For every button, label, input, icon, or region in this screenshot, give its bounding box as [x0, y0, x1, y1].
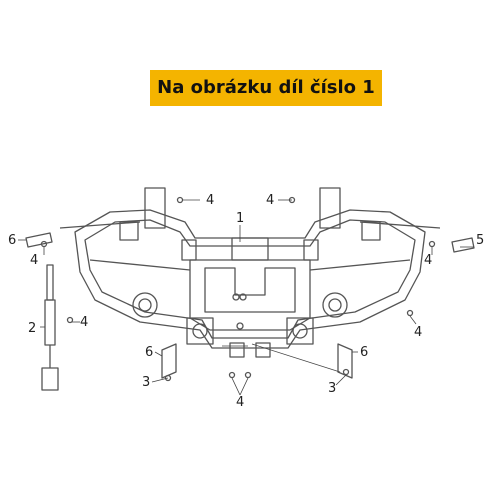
part-label-5: 5 [476, 233, 484, 248]
part-label-4-bottom: 4 [236, 395, 244, 410]
part-label-4-top-left: 4 [206, 193, 214, 208]
part-label-2: 2 [28, 321, 36, 336]
part-label-4-lower-left: 4 [80, 315, 88, 330]
leader-lines [18, 199, 474, 396]
frame-drawing [25, 187, 475, 391]
part-label-4-right: 4 [424, 253, 432, 268]
part-label-1: 1 [236, 211, 244, 226]
part-number-banner: Na obrázku díl číslo 1 [150, 70, 382, 106]
part-label-3-right: 3 [328, 381, 336, 396]
part-label-4-top-right: 4 [266, 193, 274, 208]
part-label-6-left: 6 [8, 233, 16, 248]
part-label-4-left: 4 [30, 253, 38, 268]
part-label-6-lower-right: 6 [360, 345, 368, 360]
part-labels: 1 2 3 3 4 4 4 4 4 4 4 5 6 6 6 [8, 193, 484, 410]
part-label-3-left: 3 [142, 375, 150, 390]
part-label-4-lower-right: 4 [414, 325, 422, 340]
part-label-6-lower-left: 6 [145, 345, 153, 360]
